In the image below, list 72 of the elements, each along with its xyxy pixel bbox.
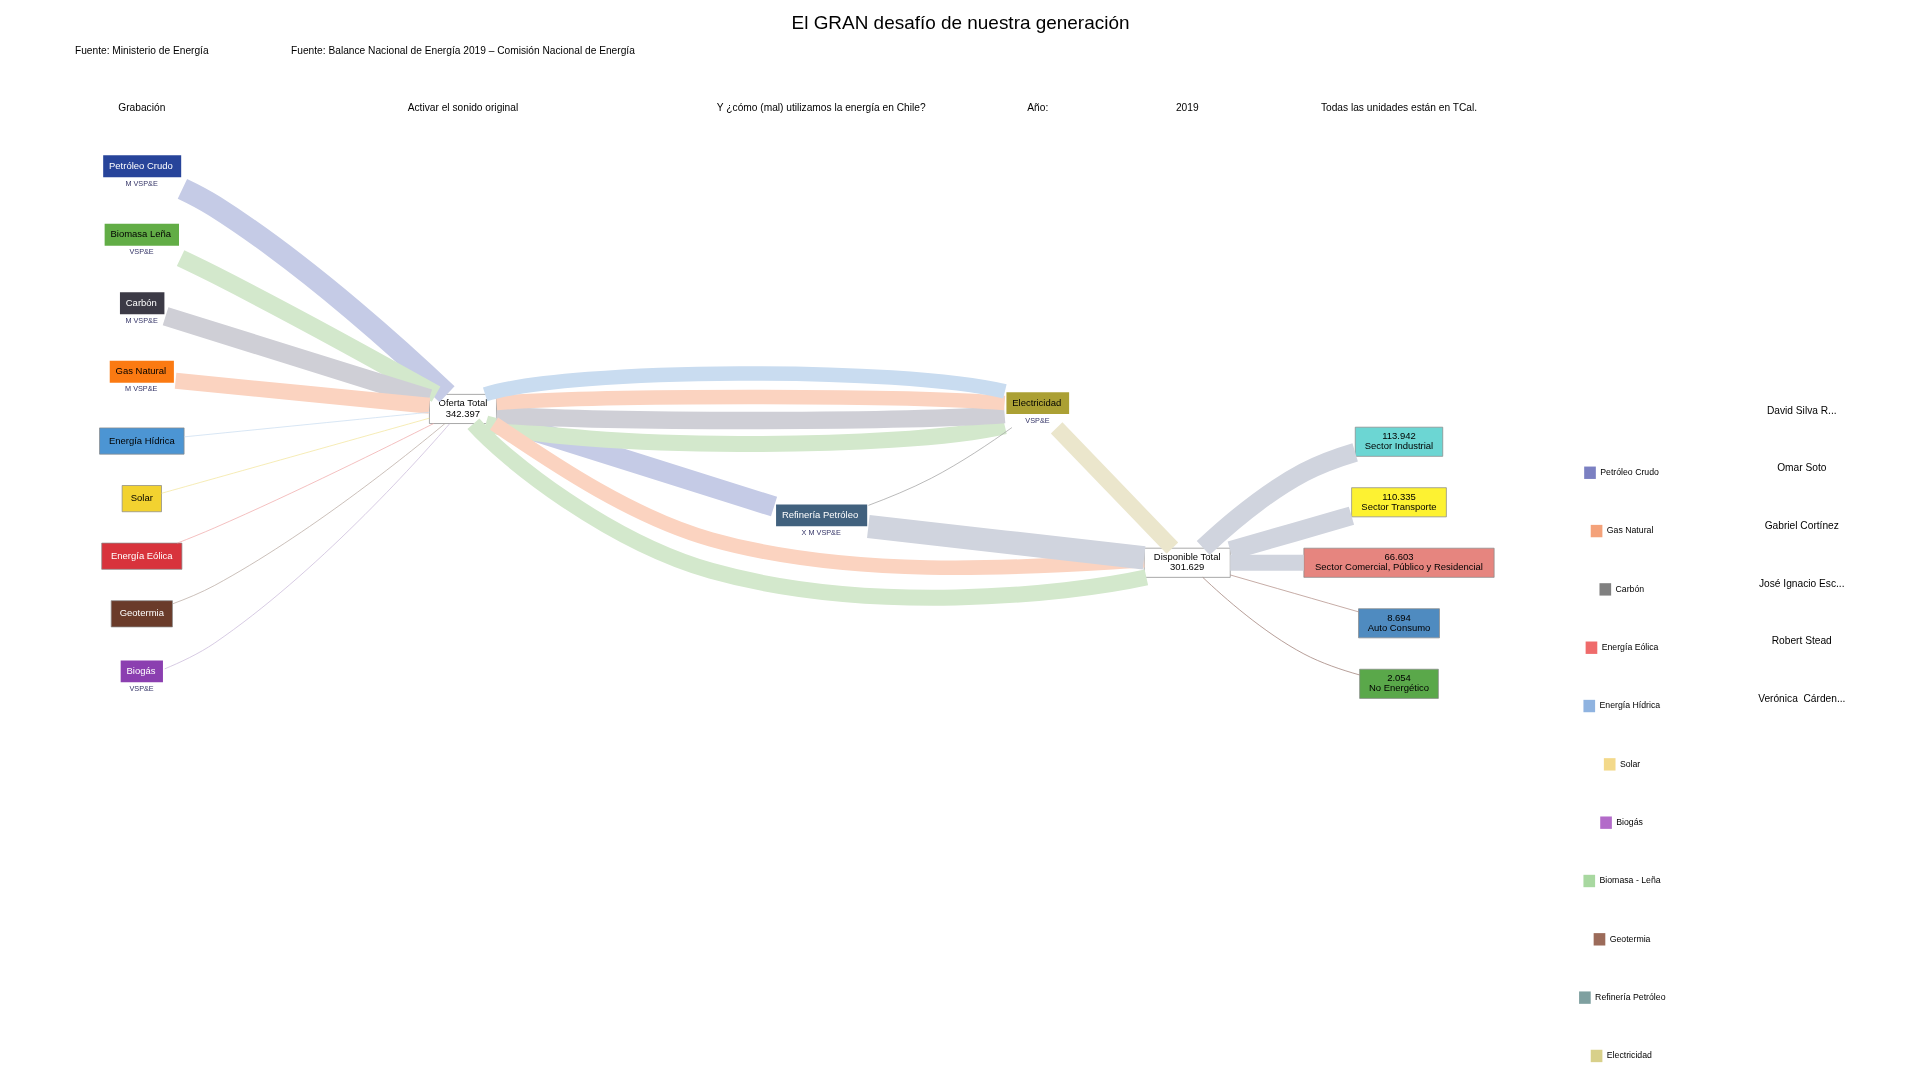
connector	[482, 366, 1006, 402]
node-label: X M VSP&E	[801, 528, 841, 538]
connector	[1201, 577, 1360, 676]
node-box: Geotermia	[110, 600, 173, 628]
connector	[163, 423, 450, 670]
legend-label: Energía Hídrica	[1598, 700, 1660, 711]
node-box: Carbón	[119, 292, 164, 315]
connector	[176, 250, 440, 402]
connector	[867, 427, 1012, 506]
connector	[1229, 574, 1359, 613]
connector	[866, 514, 1145, 570]
node-box: 113.942 Sector Industrial	[1354, 426, 1443, 457]
node-box: 8.694 Auto Consumo	[1357, 608, 1440, 639]
label: Fuente: Balance Nacional de Energía 2019 – Comisión Nacional de Energía	[290, 44, 635, 56]
legend-label: Biogás	[1615, 816, 1643, 827]
label: 2019	[1175, 102, 1199, 114]
node-box: Refinería Petróleo	[775, 504, 867, 527]
connector	[183, 411, 430, 438]
connector	[495, 405, 1005, 430]
label: Y ¿cómo (mal) utilizamos la energía en Chile?	[716, 102, 926, 114]
legend-label: Solar	[1619, 758, 1640, 769]
node-label: M VSP&E	[124, 178, 158, 188]
label: Grabación	[117, 102, 165, 114]
legend-label: Carbón	[1615, 583, 1644, 594]
label: David Silva R...	[1766, 404, 1837, 416]
connector	[176, 423, 434, 544]
label: Gabriel Cortínez	[1764, 520, 1839, 532]
legend-label: Energía Eólica	[1601, 641, 1658, 652]
node-box: Oferta Total 342.397	[428, 394, 497, 424]
label: Activar el sonido original	[407, 102, 518, 114]
connector	[483, 415, 1006, 452]
connector	[177, 179, 455, 403]
connector	[495, 389, 1005, 411]
node-box: Solar	[121, 485, 162, 513]
label: José Ignacio Esc...	[1758, 577, 1845, 589]
node-box: Energía Eólica	[100, 542, 182, 570]
label: Robert Stead	[1771, 635, 1832, 647]
label: Fuente: Ministerio de Energía	[74, 44, 209, 56]
label: Verónica Cárden...	[1757, 692, 1845, 704]
connector	[1229, 554, 1304, 571]
label: Año:	[1026, 102, 1048, 114]
node-label: VSP&E	[128, 684, 154, 694]
diagram-title: El GRAN desafío de nuestra generación	[791, 12, 1129, 33]
node-box: 2.054 No Energético	[1358, 668, 1439, 699]
node-box: Electricidad	[1005, 392, 1069, 415]
node-box: 66.603 Sector Comercial, Público y Residencial	[1303, 547, 1494, 578]
legend-label: Biomasa - Leña	[1598, 875, 1661, 886]
node-box: Biomasa Leña	[104, 223, 179, 246]
node-box: Biogás	[120, 660, 163, 683]
connector	[1196, 443, 1358, 555]
legend-label: Electricidad	[1606, 1050, 1652, 1061]
label: Omar Soto	[1776, 462, 1826, 474]
node-label: VSP&E	[128, 247, 154, 257]
legend-label: Petróleo Crudo	[1599, 467, 1659, 478]
connector	[160, 417, 430, 494]
connector	[1050, 422, 1178, 554]
connector	[489, 417, 1145, 576]
node-box: 110.335 Sector Transporte	[1350, 487, 1447, 518]
connector	[171, 423, 445, 605]
node-box: Disponible Total 301.629	[1143, 547, 1231, 578]
node-box: Energía Hídrica	[98, 427, 184, 455]
legend-label: Refinería Petróleo	[1594, 991, 1666, 1002]
label: Todas las unidades están en TCal.	[1320, 102, 1477, 114]
node-label: M VSP&E	[124, 384, 157, 394]
connector	[174, 372, 430, 414]
node-label: M VSP&E	[124, 315, 158, 325]
legend-label: Gas Natural	[1606, 525, 1653, 536]
node-label: VSP&E	[1024, 415, 1050, 425]
node-box: Gas Natural	[109, 360, 174, 383]
connector	[467, 418, 1148, 606]
node-box: Petróleo Crudo	[102, 155, 181, 178]
legend-label: Geotermia	[1609, 933, 1650, 944]
